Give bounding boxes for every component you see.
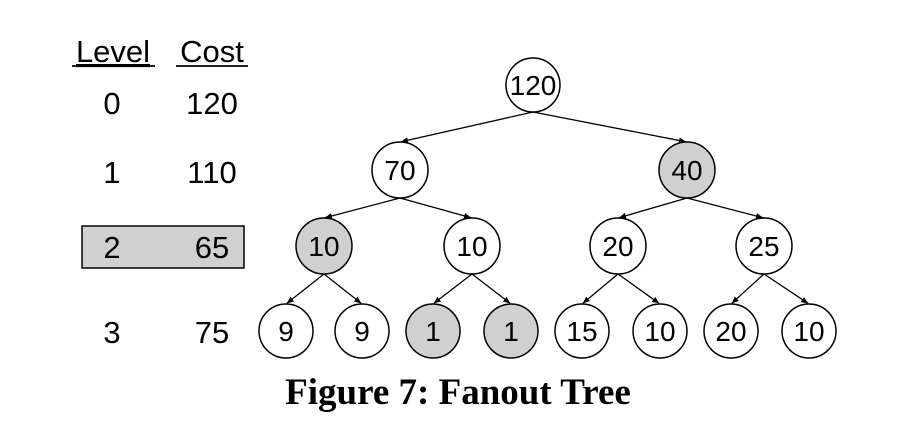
tree-node-label: 10 xyxy=(793,316,824,347)
cost-value: 75 xyxy=(195,315,229,350)
tree-node-label: 20 xyxy=(715,316,746,347)
tree-node-circle xyxy=(658,141,716,199)
tree-node: 20 xyxy=(703,303,759,359)
tree-node-circle xyxy=(334,303,390,359)
tree-node-circle xyxy=(781,303,837,359)
tree-edge xyxy=(433,273,473,304)
tree-node-circle xyxy=(554,303,610,359)
tree-node-circle xyxy=(405,303,461,359)
tree-node-label: 1 xyxy=(503,316,519,347)
tree-edge xyxy=(532,111,687,144)
level-value: 0 xyxy=(103,86,120,121)
tree-node: 70 xyxy=(371,141,429,199)
tree-node-circle xyxy=(258,303,314,359)
tree-node-label: 10 xyxy=(644,316,675,347)
tree-node-label: 70 xyxy=(384,155,415,186)
tree-edge xyxy=(400,111,534,144)
tree-node-label: 40 xyxy=(671,155,702,186)
cost-value: 110 xyxy=(187,155,236,190)
tree-node-circle xyxy=(589,217,647,275)
tree-node-circle xyxy=(483,303,539,359)
tree-node-circle xyxy=(703,303,759,359)
tree-node: 10 xyxy=(295,217,353,275)
tree-node: 40 xyxy=(658,141,716,199)
tree-edges xyxy=(286,111,809,304)
tree-node-label: 1 xyxy=(425,316,441,347)
highlighted-row-box xyxy=(81,225,245,269)
tree-node: 20 xyxy=(589,217,647,275)
table-row-2: 2 65 xyxy=(81,225,245,269)
level-value: 3 xyxy=(103,315,120,350)
table-row-0: 0 120 xyxy=(103,86,237,121)
tree-node-circle xyxy=(371,141,429,199)
level-value: 2 xyxy=(103,230,120,265)
tree-node: 1 xyxy=(483,303,539,359)
tree-edge xyxy=(763,273,809,304)
cost-header: Cost xyxy=(180,34,244,69)
tree-node: 15 xyxy=(554,303,610,359)
tree-node: 25 xyxy=(735,217,793,275)
tree-node-label: 10 xyxy=(456,231,487,262)
tree-edge xyxy=(731,273,765,304)
tree-node-label: 25 xyxy=(748,231,779,262)
table-row-3: 3 75 xyxy=(103,315,229,350)
tree-node: 10 xyxy=(443,217,501,275)
tree-edge xyxy=(471,273,511,304)
tree-edge xyxy=(582,273,619,304)
tree-node-label: 9 xyxy=(354,316,370,347)
tree-node-label: 15 xyxy=(566,316,597,347)
tree-node-circle xyxy=(443,217,501,275)
tree-node-circle xyxy=(735,217,793,275)
tree-node-label: 10 xyxy=(308,231,339,262)
tree-node: 9 xyxy=(258,303,314,359)
table-rows: 0 120 1 110 2 65 3 75 xyxy=(81,86,245,350)
tree-node-circle xyxy=(295,217,353,275)
tree-node-label: 20 xyxy=(602,231,633,262)
tree-node-circle xyxy=(505,57,561,113)
tree-node-circle xyxy=(632,303,688,359)
cost-value: 65 xyxy=(195,230,229,265)
tree-edge xyxy=(323,273,362,304)
tree-node-label: 9 xyxy=(278,316,294,347)
level-value: 1 xyxy=(103,155,120,190)
cost-value: 120 xyxy=(186,86,238,121)
tree-node: 120 xyxy=(505,57,561,113)
table-row-1: 1 110 xyxy=(103,155,236,190)
tree-nodes: 120 70 40 10 10 20 25 9 9 1 1 15 10 20 10 xyxy=(258,57,837,359)
tree-node: 10 xyxy=(632,303,688,359)
level-header: Level xyxy=(76,34,150,69)
tree-edge xyxy=(617,273,660,304)
tree-edge xyxy=(686,197,764,219)
tree-edge xyxy=(324,197,401,219)
tree-edge xyxy=(618,197,688,219)
tree-edge xyxy=(286,273,325,304)
tree-node: 10 xyxy=(781,303,837,359)
tree-node-label: 120 xyxy=(510,70,557,101)
figure-caption: Figure 7: Fanout Tree xyxy=(285,372,631,413)
tree-node: 9 xyxy=(334,303,390,359)
tree-edge xyxy=(399,197,472,219)
tree-node: 1 xyxy=(405,303,461,359)
